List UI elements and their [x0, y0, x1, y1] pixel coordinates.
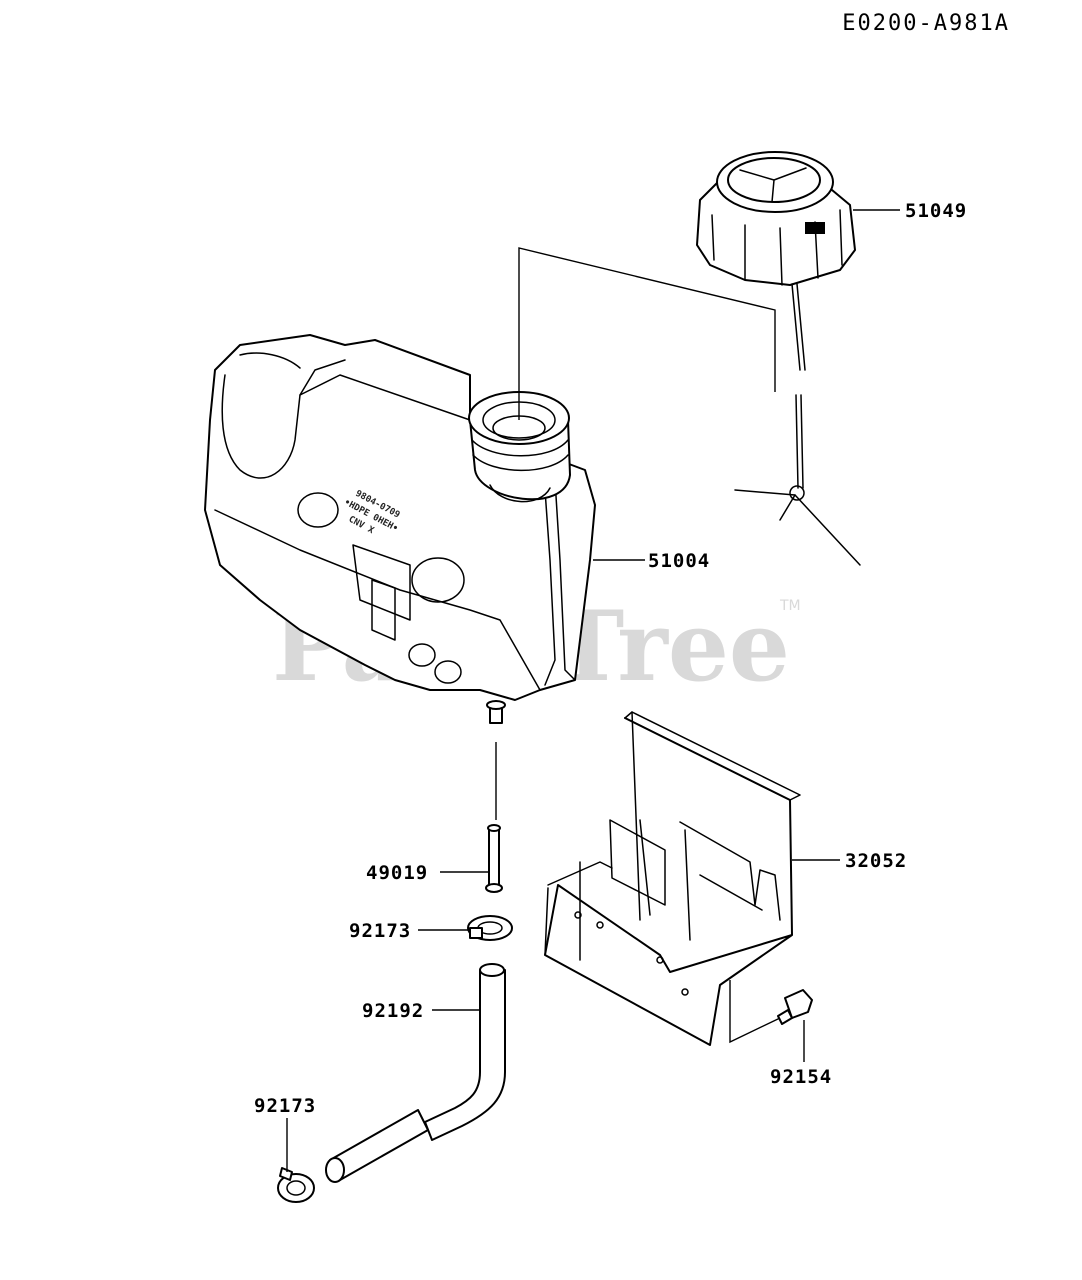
- label-fuel-hose[interactable]: 92192: [362, 1000, 424, 1022]
- fuel-tank[interactable]: 9804-0709 •HDPE 0HEH• CNV X: [204, 334, 596, 724]
- hose-clamp-upper[interactable]: [467, 915, 513, 941]
- label-fuel-cap[interactable]: 51049: [905, 200, 967, 222]
- label-bracket[interactable]: 32052: [845, 850, 907, 872]
- fuel-filter-pipe[interactable]: [485, 824, 503, 893]
- tank-bracket[interactable]: [544, 711, 801, 1046]
- label-hose-clamp-upper[interactable]: 92173: [349, 920, 411, 942]
- watermark-trademark: TM: [779, 598, 801, 614]
- diagram-code: E0200-A981A: [842, 11, 1010, 36]
- hose-clamp-lower[interactable]: [277, 1167, 315, 1203]
- leader-cap-to-tank: [518, 247, 776, 420]
- label-hose-clamp-lower[interactable]: 92173: [254, 1095, 316, 1117]
- fuel-hose[interactable]: [325, 963, 506, 1183]
- label-fuel-tank[interactable]: 51004: [648, 550, 710, 572]
- leader-bracket-to-bolt: [729, 980, 781, 1044]
- label-bolt[interactable]: 92154: [770, 1066, 832, 1088]
- label-fuel-filter-pipe[interactable]: 49019: [366, 862, 428, 884]
- fuel-cap[interactable]: [696, 151, 861, 566]
- bolt[interactable]: [777, 989, 813, 1025]
